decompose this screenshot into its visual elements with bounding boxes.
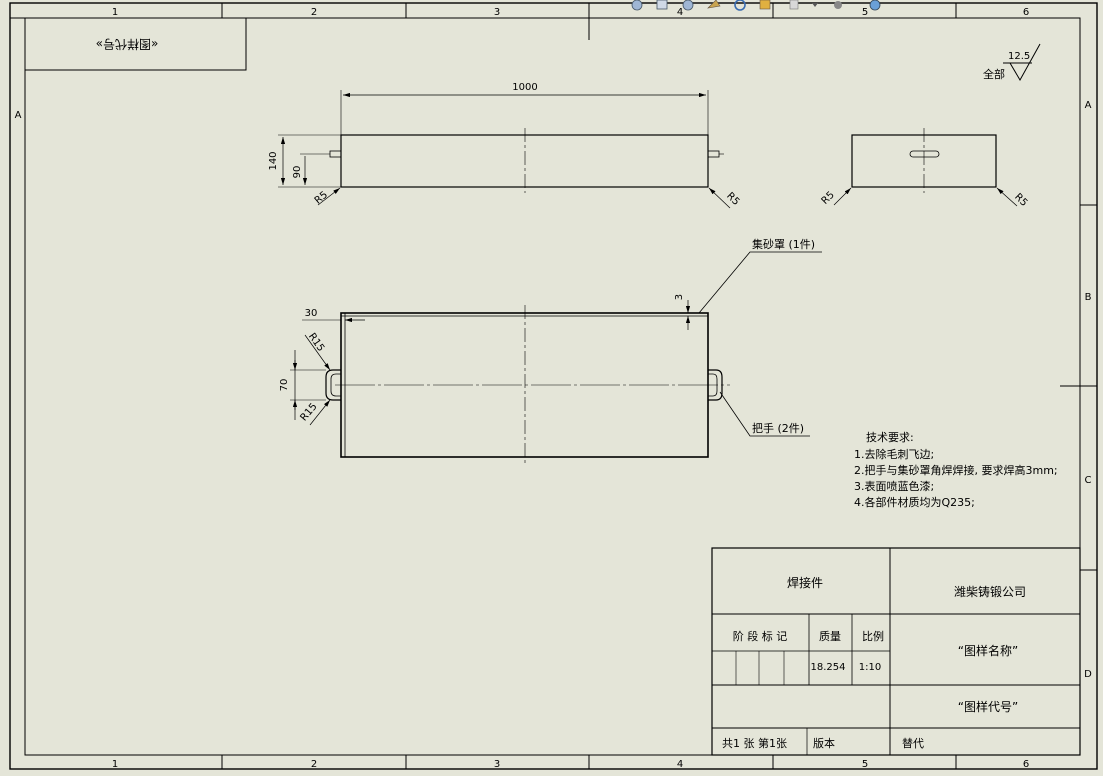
appearance-icon[interactable]	[869, 0, 881, 11]
col-label: 3	[494, 759, 500, 770]
surface-finish-symbol	[1003, 43, 1041, 82]
callout-sand-cover: 集砂罩 (1件)	[752, 237, 815, 251]
stage-label: 阶 段 标 记	[733, 629, 788, 643]
pan-icon[interactable]	[759, 0, 771, 10]
mass-label: 质量	[819, 630, 841, 643]
row-label: D	[1084, 669, 1092, 680]
tech-requirements: 技术要求: 1.去除毛刺飞边; 2.把手与集砂罩角焊焊接, 要求焊高3mm; 3…	[854, 431, 1058, 509]
replace-label: 替代	[902, 736, 924, 750]
drawing-code: “图样代号”	[958, 699, 1018, 714]
drawing-name: “图样名称”	[958, 643, 1018, 658]
dim-handle-radius-bottom: R15	[299, 401, 320, 423]
tech-item: 4.各部件材质均为Q235;	[854, 495, 975, 509]
row-label: C	[1085, 475, 1092, 486]
zone-labels: 1 2 3 4 5 6 1 2 3 4 5 6 A A B C D	[15, 7, 1093, 770]
col-label: 6	[1023, 7, 1029, 18]
tech-item: 3.表面喷蓝色漆;	[854, 479, 934, 493]
dim-handle-offset: 30	[305, 308, 318, 319]
dim-handle-height: 70	[279, 379, 290, 392]
row-label: B	[1085, 292, 1092, 303]
col-label: 6	[1023, 759, 1029, 770]
col-label: 1	[112, 759, 118, 770]
rotate-view-icon[interactable]	[734, 0, 746, 11]
dim-length: 1000	[512, 82, 537, 93]
lighting-icon[interactable]	[834, 1, 842, 9]
dim-height: 140	[268, 151, 279, 170]
previous-view-icon[interactable]	[707, 0, 721, 9]
dropdown-icon[interactable]	[812, 3, 818, 7]
row-label: A	[1085, 100, 1092, 111]
side-view	[833, 128, 1018, 207]
col-label: 2	[311, 7, 317, 18]
col-label: 2	[311, 759, 317, 770]
zoom-area-icon[interactable]	[656, 0, 668, 10]
callout-handle: 把手 (2件)	[752, 421, 804, 435]
col-label: 4	[677, 759, 683, 770]
dim-radius-left: R5	[313, 190, 330, 207]
mass-value: 18.254	[811, 662, 846, 673]
tech-item: 1.去除毛刺飞边;	[854, 447, 934, 461]
col-label: 3	[494, 7, 500, 18]
title-block-text: 焊接件 潍柴铸锻公司 阶 段 标 记 质量 比例 18.254 1:10 “图样…	[722, 575, 1026, 750]
dim-inner-height: 90	[292, 166, 303, 179]
zoom-to-fit-icon[interactable]	[631, 0, 643, 11]
col-label: 5	[862, 759, 868, 770]
scale-label: 比例	[862, 629, 884, 643]
top-view	[290, 251, 822, 465]
zoom-in-icon[interactable]	[682, 0, 694, 11]
dim-handle-radius-top: R15	[306, 331, 326, 353]
view-toolbar[interactable]	[631, 0, 881, 11]
dim-side-radius-right: R5	[1012, 192, 1029, 209]
col-label: 4	[677, 7, 683, 18]
stamp-box: «图样代号»	[24, 17, 247, 71]
surface-finish-value: 12.5	[1008, 51, 1030, 62]
company-name: 潍柴铸锻公司	[954, 584, 1026, 599]
display-style-icon[interactable]	[789, 0, 799, 10]
part-type: 焊接件	[787, 575, 823, 590]
surface-finish-label: 全部	[983, 67, 1005, 81]
title-block	[711, 547, 1081, 756]
sheet-border	[9, 2, 1098, 770]
tech-title: 技术要求:	[866, 431, 914, 444]
version-label: 版本	[813, 736, 835, 750]
sheet-count: 共1 张 第1张	[722, 736, 787, 750]
stamp-text: «图样代号»	[96, 37, 159, 52]
row-label: A	[15, 110, 22, 121]
tech-item: 2.把手与集砂罩角焊焊接, 要求焊高3mm;	[854, 463, 1058, 477]
col-label: 5	[862, 7, 868, 18]
dim-side-radius-left: R5	[820, 190, 837, 207]
col-label: 1	[112, 7, 118, 18]
dim-thickness: 3	[674, 294, 685, 300]
front-view	[278, 90, 731, 209]
scale-value: 1:10	[859, 662, 881, 673]
